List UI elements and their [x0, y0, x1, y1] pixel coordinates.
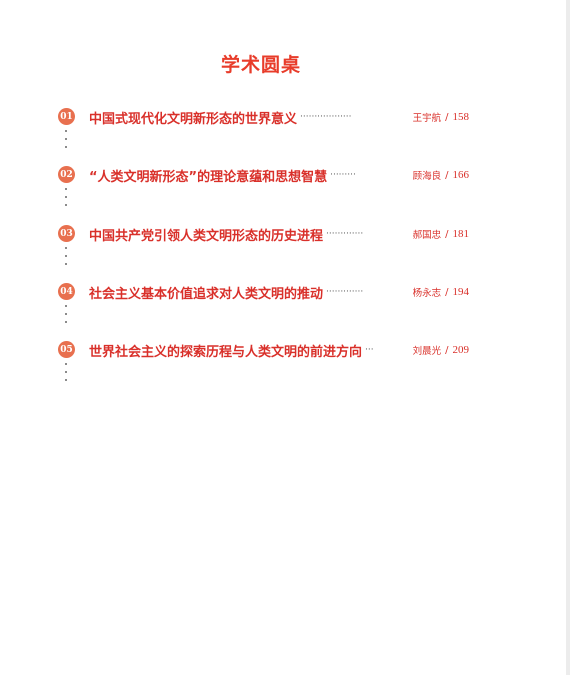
- toc-item-3[interactable]: 03 中国共产党引领人类文明形态的历史进程 ············· 郝国忠 …: [58, 225, 470, 285]
- toc-line: 中国共产党引领人类文明形态的历史进程 ············· 郝国忠 / 1…: [89, 225, 470, 244]
- separator: /: [445, 228, 449, 240]
- item-number-badge: 02: [58, 166, 75, 183]
- article-author: 顾海良: [412, 171, 442, 182]
- toc-item-5[interactable]: 05 世界社会主义的探索历程与人类文明的前进方向 ··· 刘晨光 / 209: [58, 341, 470, 401]
- page-number: 158: [452, 111, 470, 123]
- toc-item-2[interactable]: 02 “人类文明新形态”的理论意蕴和思想智慧 ········· 顾海良 / 1…: [58, 166, 470, 226]
- dotted-connector: [65, 188, 68, 216]
- toc-line: “人类文明新形态”的理论意蕴和思想智慧 ········· 顾海良 / 166: [89, 166, 470, 185]
- page-number: 166: [452, 169, 470, 181]
- dot-leader: ·········: [330, 170, 356, 180]
- separator: /: [445, 286, 449, 298]
- dotted-connector: [65, 130, 68, 158]
- item-number-badge: 03: [58, 225, 75, 242]
- page-edge: [566, 0, 570, 675]
- section-title: 学术圆桌: [220, 54, 301, 76]
- article-title[interactable]: 中国式现代化文明新形态的世界意义: [89, 111, 298, 127]
- article-author: 郝国忠: [412, 230, 442, 241]
- dotted-connector: [65, 363, 68, 391]
- separator: /: [445, 169, 449, 181]
- separator: /: [445, 344, 449, 356]
- toc-line: 社会主义基本价值追求对人类文明的推动 ············· 杨永志 / 1…: [89, 283, 470, 302]
- page-number: 209: [452, 344, 470, 356]
- toc-item-4[interactable]: 04 社会主义基本价值追求对人类文明的推动 ············· 杨永志 …: [58, 283, 470, 343]
- dot-leader: ···: [365, 345, 374, 355]
- dot-leader: ··················: [300, 112, 352, 122]
- separator: /: [445, 111, 449, 123]
- article-author: 刘晨光: [412, 346, 442, 357]
- dotted-connector: [65, 247, 68, 275]
- page-number: 181: [452, 228, 470, 240]
- article-author: 杨永志: [412, 288, 442, 299]
- article-author: 王宇航: [412, 113, 442, 124]
- article-title[interactable]: 社会主义基本价值追求对人类文明的推动: [89, 286, 324, 302]
- article-title[interactable]: 世界社会主义的探索历程与人类文明的前进方向: [89, 344, 363, 360]
- page-number: 194: [452, 286, 470, 298]
- article-title[interactable]: 中国共产党引领人类文明形态的历史进程: [89, 228, 324, 244]
- item-number-badge: 04: [58, 283, 75, 300]
- item-number-badge: 01: [58, 108, 75, 125]
- toc-item-1[interactable]: 01 中国式现代化文明新形态的世界意义 ·················· 王…: [58, 108, 470, 168]
- dot-leader: ·············: [326, 287, 364, 297]
- dotted-connector: [65, 305, 68, 333]
- toc-line: 世界社会主义的探索历程与人类文明的前进方向 ··· 刘晨光 / 209: [89, 341, 470, 360]
- article-title[interactable]: “人类文明新形态”的理论意蕴和思想智慧: [89, 169, 328, 185]
- dot-leader: ·············: [326, 229, 364, 239]
- item-number-badge: 05: [58, 341, 75, 358]
- toc-line: 中国式现代化文明新形态的世界意义 ·················· 王宇航 …: [89, 108, 470, 127]
